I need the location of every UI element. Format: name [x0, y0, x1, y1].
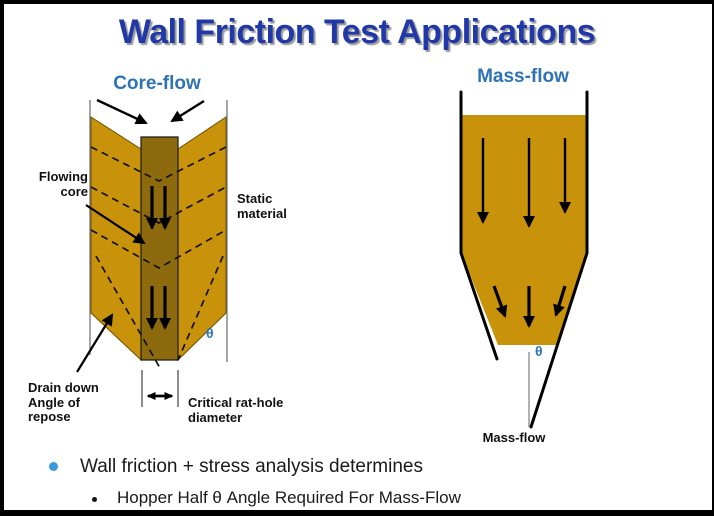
mass-flow-bottom-label: Mass-flow	[482, 430, 546, 445]
flowing-core-channel	[140, 136, 179, 361]
core-theta-symbol: θ	[206, 325, 214, 341]
mass-theta-symbol: θ	[535, 343, 543, 359]
static-material-right-region	[177, 116, 227, 362]
flowing-core-label: Flowing core	[38, 169, 88, 199]
bullet-icon	[49, 462, 58, 471]
surface-arrow-right	[170, 99, 205, 123]
bullet-sub-text: Hopper Half θ Angle Required For Mass-Fl…	[117, 488, 461, 507]
drain-down-angle-label: Drain down Angle of repose	[28, 380, 99, 425]
mass-flow-diagram	[459, 90, 589, 429]
converging-flow-arrow	[492, 285, 508, 318]
mass-bin-wall-right	[529, 90, 589, 429]
rat-hole-diameter-label: Critical rat-hole diameter	[188, 395, 284, 425]
bullet-main-text: Wall friction + stress analysis determin…	[80, 456, 423, 477]
mass-bin-wall-left	[459, 90, 499, 361]
core-flow-diagram	[76, 98, 228, 407]
core-flow-heading: Core-flow	[113, 73, 201, 94]
drain-down-pointer-arrow	[76, 313, 114, 373]
slide-title: Wall Friction Test Applications	[118, 13, 596, 51]
mass-flow-heading: Mass-flow	[477, 66, 569, 87]
surface-arrow-left	[96, 98, 148, 125]
static-material-label: Static material	[237, 191, 287, 221]
static-material-left-region	[90, 116, 142, 362]
sub-bullet-icon	[92, 497, 97, 502]
flowing-core-pointer-arrow	[85, 204, 146, 245]
converging-flow-arrow	[553, 285, 567, 317]
